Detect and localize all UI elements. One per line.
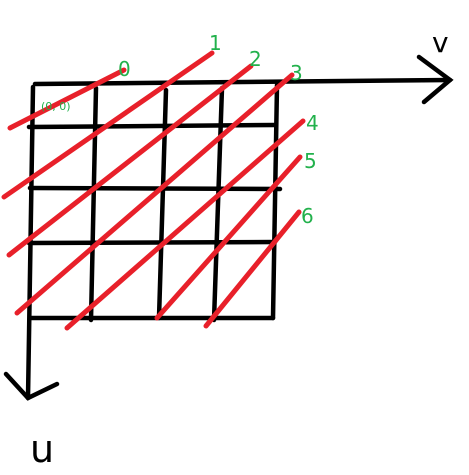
diagonal-label-2: 2 xyxy=(249,47,262,71)
diagonal-label-6: 6 xyxy=(301,204,314,228)
grid-line-h-1 xyxy=(26,122,278,130)
diagonal-line-5 xyxy=(154,154,303,321)
u-axis-label: u xyxy=(30,427,54,471)
grid-line-v-1 xyxy=(88,85,99,323)
diagonal-label-3: 3 xyxy=(290,61,303,85)
diagonal-line-6 xyxy=(203,209,302,329)
grid xyxy=(3,54,454,401)
diagonal-label-4: 4 xyxy=(306,111,319,135)
grid-line-h-0 xyxy=(32,77,453,87)
grid-line-v-4 xyxy=(270,82,280,321)
grid-line-h-2 xyxy=(27,185,283,192)
diagonal-label-5: 5 xyxy=(304,149,317,173)
diagonal-label-0: 0 xyxy=(118,57,131,81)
grid-line-v-0 xyxy=(25,84,36,401)
diagonal-line-2 xyxy=(6,63,254,258)
diagonal-label-1: 1 xyxy=(209,31,222,55)
v-axis-label: v xyxy=(432,26,449,59)
diagonal-line-0 xyxy=(7,67,127,131)
v-axis-arrowhead xyxy=(416,54,454,105)
diagonal-line-1 xyxy=(1,50,215,200)
diagonal-line-4 xyxy=(64,118,306,331)
u-axis-arrowhead xyxy=(3,371,60,401)
grid-line-v-3 xyxy=(211,85,225,323)
grid-line-v-2 xyxy=(156,87,169,321)
diagonal-line-3 xyxy=(14,72,295,316)
grid-line-h-3 xyxy=(26,239,278,246)
origin-label: (0, 0) xyxy=(41,100,71,113)
diagonal-lines xyxy=(1,50,306,331)
